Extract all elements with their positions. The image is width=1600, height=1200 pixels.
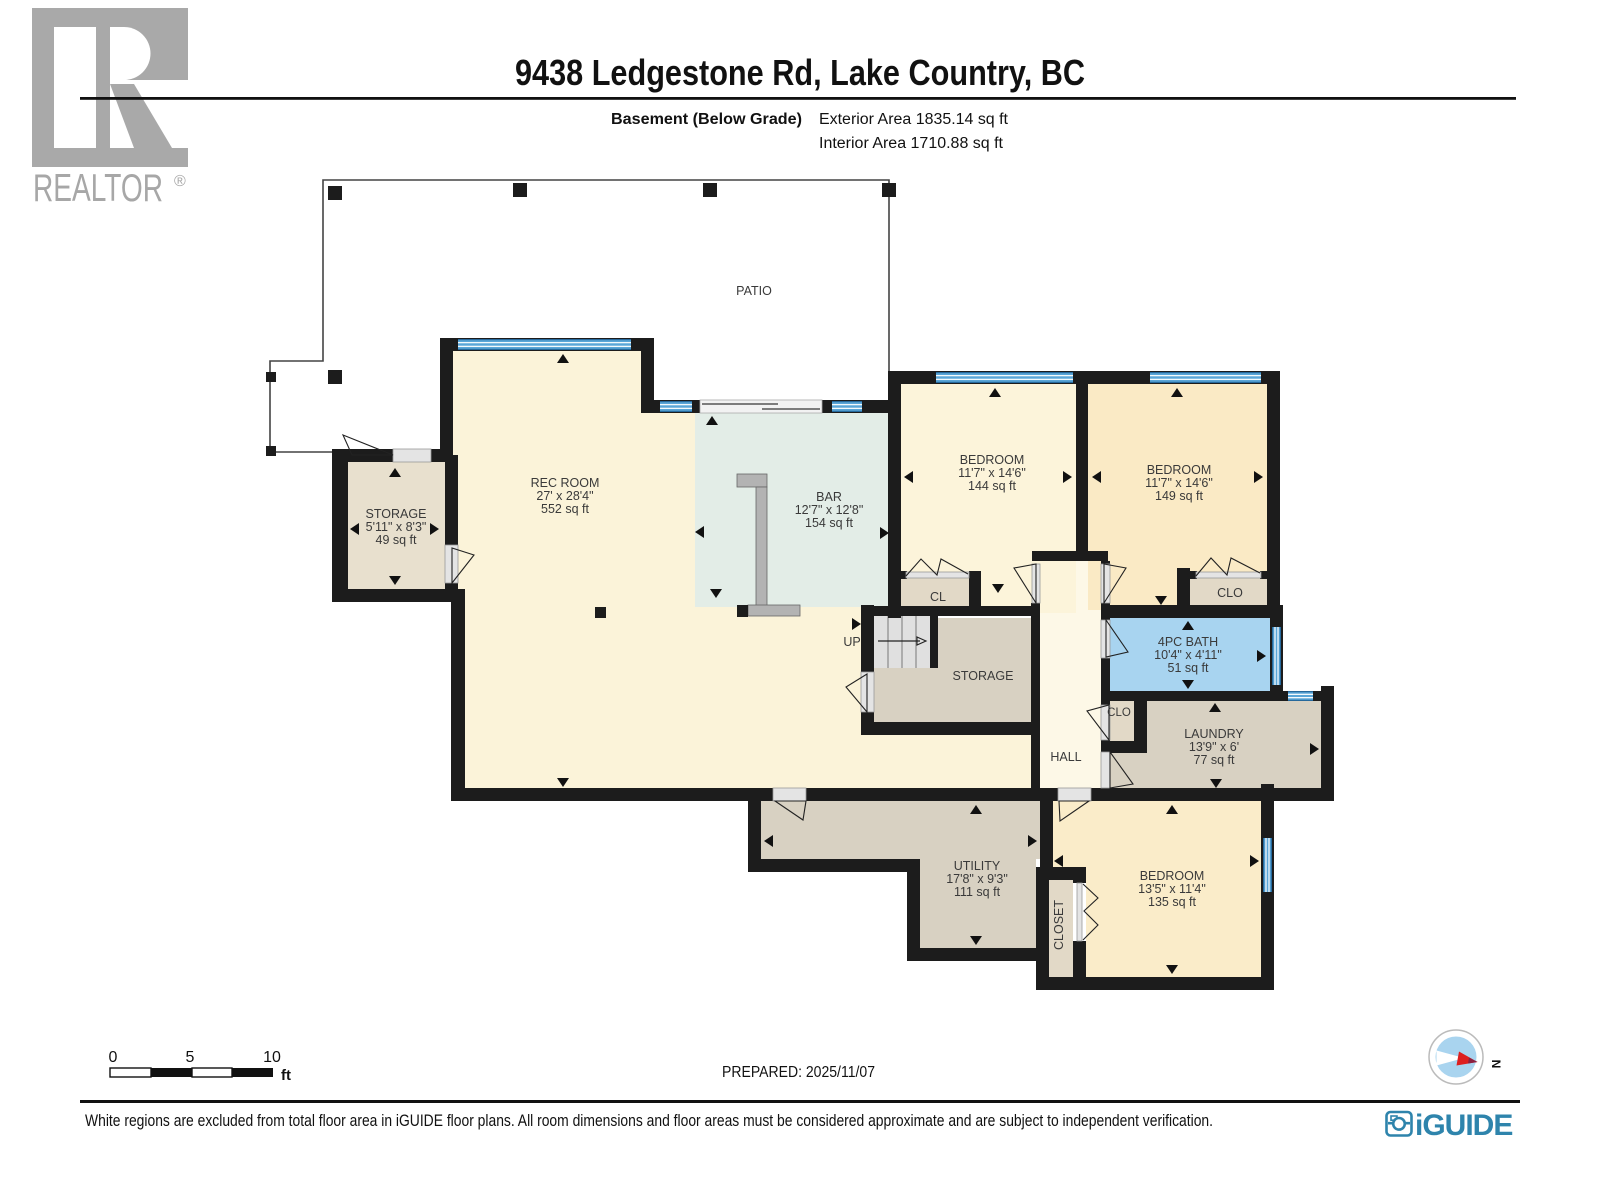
svg-text:REC ROOM: REC ROOM: [531, 476, 600, 490]
svg-text:149 sq ft: 149 sq ft: [1155, 489, 1203, 503]
svg-text:CLO: CLO: [1217, 586, 1243, 600]
svg-text:17'8" x 9'3": 17'8" x 9'3": [946, 872, 1008, 886]
svg-text:135 sq ft: 135 sq ft: [1148, 895, 1196, 909]
svg-text:N: N: [1489, 1060, 1503, 1069]
svg-text:BEDROOM: BEDROOM: [960, 453, 1025, 467]
svg-text:Exterior Area 1835.14 sq ft: Exterior Area 1835.14 sq ft: [819, 111, 1009, 128]
svg-text:10'4" x 4'11": 10'4" x 4'11": [1154, 648, 1222, 662]
svg-text:552 sq ft: 552 sq ft: [541, 502, 589, 516]
svg-text:PATIO: PATIO: [736, 284, 772, 298]
svg-text:White regions are excluded fro: White regions are excluded from total fl…: [85, 1112, 1213, 1130]
svg-text:144 sq ft: 144 sq ft: [968, 479, 1016, 493]
svg-text:HALL: HALL: [1050, 750, 1081, 764]
svg-text:77 sq ft: 77 sq ft: [1194, 753, 1236, 767]
svg-text:Basement (Below Grade): Basement (Below Grade): [611, 111, 802, 128]
svg-text:0: 0: [109, 1049, 118, 1066]
svg-text:51 sq ft: 51 sq ft: [1168, 661, 1210, 675]
svg-text:CLO: CLO: [1107, 707, 1131, 719]
svg-text:11'7" x 14'6": 11'7" x 14'6": [1145, 476, 1213, 490]
svg-text:CLOSET: CLOSET: [1052, 900, 1066, 950]
svg-text:ft: ft: [281, 1067, 291, 1084]
svg-text:LAUNDRY: LAUNDRY: [1184, 727, 1244, 741]
svg-text:PREPARED: 2025/11/07: PREPARED: 2025/11/07: [722, 1064, 875, 1081]
svg-text:BEDROOM: BEDROOM: [1140, 869, 1205, 883]
svg-text:49 sq ft: 49 sq ft: [376, 533, 418, 547]
svg-text:UP: UP: [843, 635, 860, 649]
svg-text:Interior Area 1710.88 sq ft: Interior Area 1710.88 sq ft: [819, 135, 1004, 152]
svg-text:111 sq ft: 111 sq ft: [954, 885, 1001, 899]
svg-text:5: 5: [186, 1049, 195, 1066]
svg-text:13'5" x 11'4": 13'5" x 11'4": [1138, 882, 1206, 896]
svg-text:11'7" x 14'6": 11'7" x 14'6": [958, 466, 1026, 480]
svg-text:5'11" x 8'3": 5'11" x 8'3": [366, 520, 427, 534]
svg-text:®: ®: [174, 173, 186, 190]
svg-text:4PC BATH: 4PC BATH: [1158, 635, 1218, 649]
svg-text:STORAGE: STORAGE: [366, 507, 427, 521]
svg-text:12'7" x 12'8": 12'7" x 12'8": [795, 503, 864, 517]
svg-text:27' x 28'4": 27' x 28'4": [536, 489, 593, 503]
svg-text:STORAGE: STORAGE: [953, 669, 1014, 683]
svg-text:10: 10: [263, 1049, 281, 1066]
svg-text:BEDROOM: BEDROOM: [1147, 463, 1212, 477]
svg-text:iGUIDE: iGUIDE: [1415, 1109, 1512, 1142]
svg-text:154 sq ft: 154 sq ft: [805, 516, 853, 530]
svg-text:BAR: BAR: [816, 490, 842, 504]
svg-text:UTILITY: UTILITY: [954, 859, 1001, 873]
svg-text:13'9" x 6': 13'9" x 6': [1189, 740, 1239, 754]
svg-text:CL: CL: [930, 590, 946, 604]
svg-text:9438 Ledgestone Rd, Lake Count: 9438 Ledgestone Rd, Lake Country, BC: [515, 52, 1085, 93]
svg-text:REALTOR: REALTOR: [33, 167, 163, 211]
